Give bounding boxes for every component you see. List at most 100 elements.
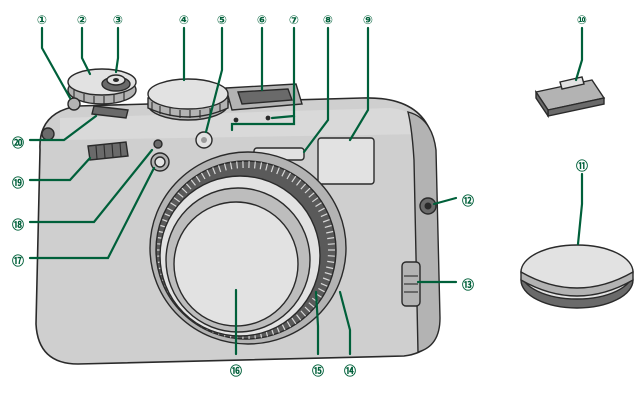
strap-lug-right-hole [424, 202, 432, 210]
lens-assembly [149, 151, 347, 345]
knurl-tick [195, 175, 201, 183]
fn-button [67, 97, 81, 111]
knurl-tick [320, 282, 328, 287]
knurl-tick [254, 161, 256, 169]
knurl-tick [324, 224, 332, 228]
callout-18: ⑱ [12, 217, 24, 232]
knurl-tick [259, 162, 263, 170]
callout-20: ⑳ [12, 135, 24, 150]
leader-12 [432, 196, 458, 206]
right-side-panel [407, 111, 441, 353]
leader-7b [230, 114, 296, 132]
knurl-tick [200, 172, 206, 180]
leader-11 [576, 172, 584, 246]
knurl-tick [322, 219, 330, 223]
front-command-dial [87, 141, 129, 161]
leader-14 [338, 290, 352, 356]
callout-1: ① [37, 13, 47, 27]
viewfinder-window [317, 137, 375, 185]
hot-shoe-cover-tab [559, 76, 585, 90]
knurl-tick [327, 260, 335, 263]
callout-13: ⑬ [462, 277, 474, 292]
leader-18 [28, 148, 154, 224]
knurl-tick [223, 163, 227, 171]
microphone-right [265, 115, 271, 121]
knurl-tick [311, 197, 319, 203]
leader-15 [314, 290, 320, 356]
callout-labels: ① ② ③ ④ ⑤ ⑥ ⑦ ⑧ ⑨ ⑩ ⑪ ⑫ ⑬ ⑭ ⑮ ⑯ ⑰ ⑱ ⑲ ⑳ [12, 13, 588, 378]
knurl-tick [327, 243, 335, 245]
camera-body-illustration [35, 68, 441, 365]
knurl-tick [304, 306, 311, 313]
knurl-tick [308, 302, 315, 308]
knurl-tick [324, 272, 332, 276]
callout-10: ⑩ [577, 13, 587, 27]
knurl-tick [212, 167, 216, 175]
leader-1 [40, 26, 72, 100]
hot-shoe-cover-illustration [534, 76, 606, 119]
callout-12: ⑫ [462, 193, 474, 208]
knurl-tick [265, 163, 269, 171]
knurl-tick [300, 183, 307, 190]
callout-4: ④ [179, 13, 189, 27]
knurl-tick [236, 161, 238, 169]
strap-lug-left [41, 127, 55, 141]
leader-5 [204, 26, 224, 134]
knurl-tick [291, 175, 297, 183]
hot-shoe-cover-side [535, 89, 549, 119]
knurl-tick [300, 310, 307, 317]
knurl-tick [326, 230, 334, 234]
callout-14: ⑭ [344, 363, 356, 378]
knurl-tick [177, 192, 184, 198]
callout-5: ⑤ [217, 13, 227, 27]
callout-2: ② [77, 13, 87, 27]
knurl-tick [308, 192, 315, 198]
callout-19: ⑲ [12, 175, 24, 190]
knurl-tick [281, 323, 286, 331]
knurl-tick [181, 187, 188, 194]
knurl-tick [190, 179, 196, 186]
leader-9 [348, 26, 370, 142]
self-timer-lamp [153, 139, 163, 149]
callout-11: ⑪ [576, 158, 588, 173]
exposure-comp-dial-top [147, 78, 229, 110]
knurl-tick [327, 255, 335, 257]
knurl-tick [206, 169, 211, 177]
leader-20 [28, 114, 98, 142]
callout-16: ⑯ [230, 363, 242, 378]
lens-cap-illustration [520, 244, 634, 309]
callout-9: ⑨ [363, 13, 373, 27]
knurl-tick [318, 207, 325, 213]
knurl-tick [281, 169, 286, 177]
af-assist-lamp-center [201, 137, 207, 143]
on-off-switch [91, 105, 129, 119]
dial-knurl-2 [73, 90, 125, 104]
leader-8 [302, 26, 330, 154]
hot-shoe-rail [237, 88, 293, 105]
knurl-tick [276, 167, 280, 175]
leader-10 [574, 26, 584, 82]
knurl-tick [322, 277, 330, 281]
leader-2 [80, 26, 92, 76]
knurl-tick [291, 317, 297, 325]
knurl-tick [296, 179, 302, 186]
shutter-button-center [113, 78, 119, 82]
knurl-tick [229, 162, 233, 170]
callout-8: ⑧ [323, 13, 333, 27]
lens-cap-band [520, 270, 634, 297]
lens-release-button-face [154, 156, 166, 168]
knurl-tick [270, 165, 275, 173]
knurl-tick [217, 165, 222, 173]
callout-3: ③ [113, 13, 123, 27]
callout-15: ⑮ [312, 363, 324, 378]
knurl-tick [173, 197, 181, 203]
knurl-tick [320, 213, 328, 218]
knurl-tick [286, 172, 292, 180]
knurl-tick [315, 202, 322, 208]
callout-6: ⑥ [257, 13, 267, 27]
dial-knurl-19 [95, 142, 122, 160]
microphone-left [233, 117, 239, 123]
knurl-tick [318, 287, 325, 293]
knurl-tick [286, 320, 292, 328]
